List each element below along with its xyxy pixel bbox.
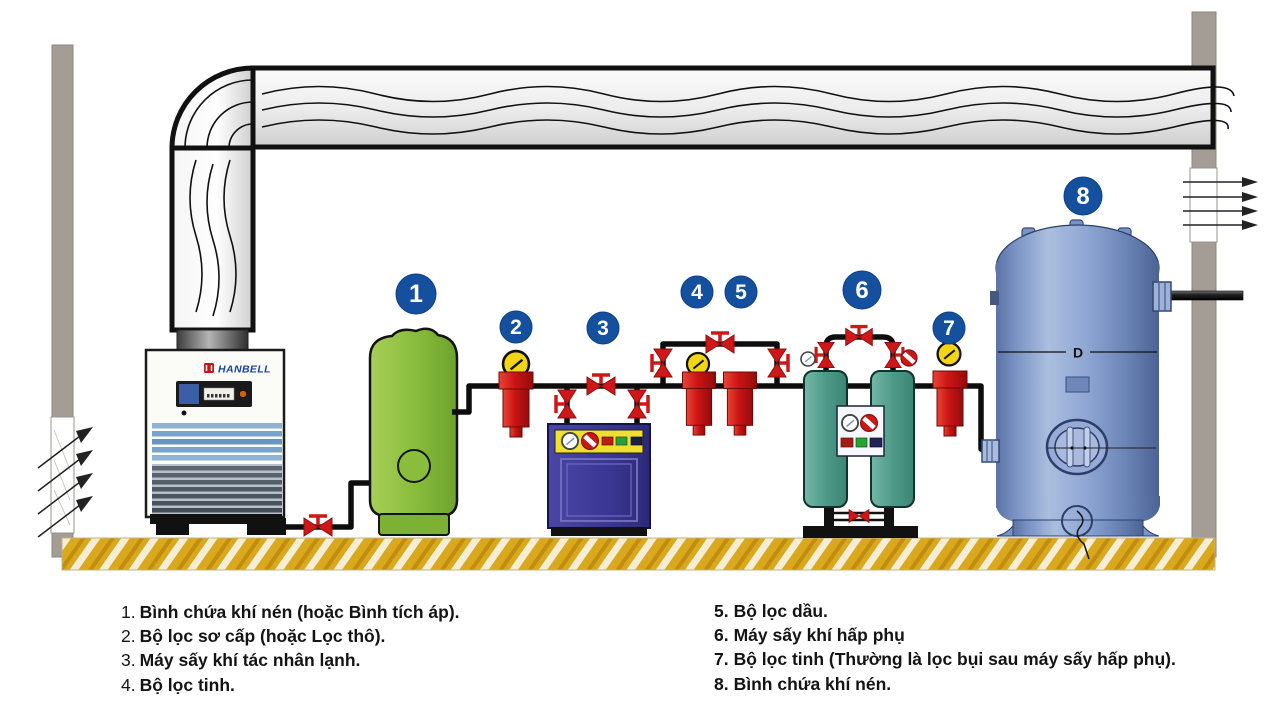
duct-airflow-waves	[261, 85, 1235, 135]
tank8-diameter-label: D	[1073, 345, 1083, 361]
svg-text:5: 5	[735, 281, 747, 304]
legend-item-6: 6.Máy sấy khí hấp phụ	[714, 623, 1176, 647]
dryer6-right-gauge	[901, 350, 917, 366]
floor	[61, 537, 1216, 571]
left-wall-vent	[50, 416, 75, 534]
legend-num: 2.	[121, 626, 136, 647]
svg-text:6: 6	[855, 277, 868, 304]
dryer6-left-gauge	[800, 351, 816, 367]
oil-filter-5	[723, 371, 757, 436]
air-compressor: HANBELL	[144, 348, 286, 535]
legend-text: Bình chứa khí nén.	[733, 673, 892, 694]
tank8-manhole	[1045, 418, 1156, 476]
legend-left-column: 1.Bình chứa khí nén (hoặc Bình tích áp).…	[121, 600, 460, 697]
legend-num: 5.	[714, 601, 729, 621]
dryer6-panel	[836, 405, 885, 457]
tank8-outlet-flange	[1152, 281, 1172, 312]
tank8-nameplate	[1065, 376, 1090, 393]
legend-item-1: 1.Bình chứa khí nén (hoặc Bình tích áp).	[121, 600, 460, 624]
compressor-vent-gray	[152, 464, 282, 514]
legend-item-7: 7.Bộ lọc tinh (Thường là lọc bụi sau máy…	[714, 647, 1176, 671]
badge-5: 5	[724, 275, 758, 309]
legend-item-4: 4.Bộ lọc tinh.	[121, 673, 460, 697]
tank8-skirt	[996, 496, 1160, 522]
compressor-vent-blue	[152, 423, 282, 461]
badge-3: 3	[586, 311, 620, 345]
legend-text: Máy sấy khí hấp phụ	[733, 625, 905, 646]
air-receiver-tank-8: D	[981, 219, 1244, 560]
svg-text:3: 3	[597, 317, 609, 340]
svg-text:7: 7	[943, 317, 955, 340]
badge-1: 1	[395, 273, 437, 315]
badge-8: 8	[1063, 176, 1103, 216]
pipe-filter-bypass	[660, 341, 780, 386]
legend-num: 1.	[121, 602, 136, 622]
svg-text:2: 2	[510, 316, 522, 339]
legend-text: Bộ lọc sơ cấp (hoặc Lọc thô).	[139, 626, 386, 647]
compressor-brand-text: HANBELL	[218, 364, 271, 376]
compressor-logo: HANBELL	[204, 363, 271, 376]
compressed-air-system-diagram: HANBELL	[37, 11, 1258, 571]
duct-elbow	[169, 65, 256, 151]
legend-text: Máy sấy khí tác nhân lạnh.	[139, 650, 361, 671]
number-badges: 1 2 3 4 5 6 7 8	[395, 176, 1103, 345]
tank8-drain	[1061, 505, 1093, 560]
badge-6: 6	[842, 270, 882, 310]
compressor-button	[239, 390, 247, 398]
badge-7: 7	[932, 311, 966, 345]
compressor-control-panel	[176, 381, 252, 407]
legend-num: 7.	[714, 649, 729, 670]
tank8-outlet	[1152, 281, 1244, 312]
tank8-inlet-flange	[981, 439, 1000, 463]
badge-2: 2	[499, 310, 533, 344]
svg-text:1: 1	[409, 280, 423, 308]
right-wall-vent	[1189, 167, 1218, 243]
svg-text:8: 8	[1076, 183, 1089, 210]
pipe-compressor-to-tank1	[278, 480, 376, 530]
receiver-tank-1	[368, 327, 459, 536]
badge-4: 4	[680, 275, 714, 309]
tank1-manhole	[397, 449, 431, 483]
adsorption-dryer-6	[803, 370, 918, 538]
legend-text: Bộ lọc tinh.	[139, 674, 235, 695]
legend-item-5: 5.Bộ lọc dầu.	[714, 599, 1176, 623]
pipe-dryer6-crossover	[823, 334, 896, 372]
exhaust-duct	[169, 65, 1235, 352]
pipe-main	[452, 383, 998, 452]
duct-collar	[176, 329, 249, 352]
refrigerated-dryer-3	[547, 423, 651, 536]
legend-text: Bộ lọc tinh (Thường là lọc bụi sau máy s…	[733, 649, 1176, 670]
legend-num: 3.	[121, 650, 136, 671]
legend-item-8: 8.Bình chứa khí nén.	[714, 672, 1176, 696]
left-wall	[37, 44, 93, 558]
tank8-outlet-pipe	[1170, 290, 1244, 301]
legend-item-3: 3.Máy sấy khí tác nhân lạnh.	[121, 648, 460, 672]
legend-num: 6.	[714, 625, 729, 646]
fine-filter-4	[682, 351, 716, 436]
legend-text: Bộ lọc dầu.	[733, 601, 828, 621]
legend-num: 4.	[121, 674, 136, 695]
tank8-small-fitting	[990, 291, 999, 305]
legend-right-column: 5.Bộ lọc dầu. 6.Máy sấy khí hấp phụ 7.Bộ…	[714, 599, 1176, 696]
air-out-arrows	[1183, 177, 1258, 230]
legend-num: 8.	[714, 673, 729, 694]
legend-text: Bình chứa khí nén (hoặc Bình tích áp).	[139, 602, 460, 622]
dust-filter-7	[932, 341, 968, 437]
air-in-arrows	[37, 427, 93, 538]
svg-text:4: 4	[691, 281, 703, 304]
pre-filter-2	[498, 349, 534, 438]
legend-item-2: 2.Bộ lọc sơ cấp (hoặc Lọc thô).	[121, 624, 460, 648]
